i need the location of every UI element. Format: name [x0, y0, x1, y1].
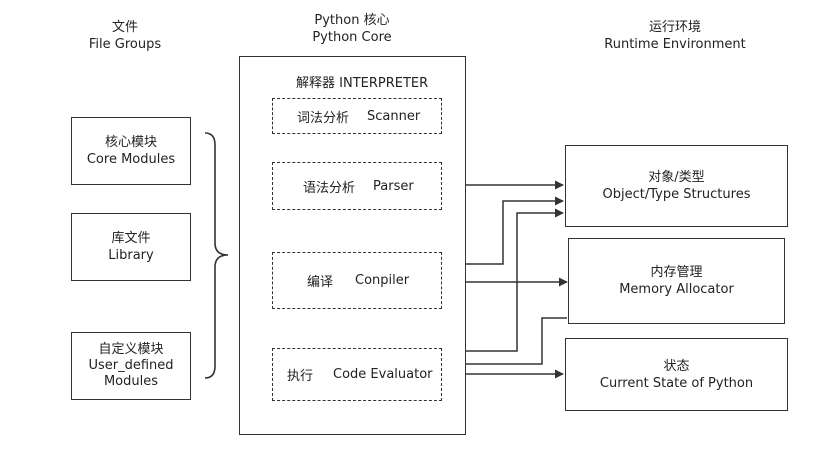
core-modules-zh: 核心模块 [104, 135, 157, 150]
memory-to-evaluator-arrow [442, 317, 567, 369]
user-defined-en: User_defined [88, 358, 174, 373]
compiler-zh: 编译 [307, 275, 334, 290]
evaluator-to-object-arrow [443, 208, 564, 352]
object-type-zh: 对象/类型 [648, 170, 705, 185]
library-box: 库文件 Library [71, 213, 191, 281]
parser-en: Parser [373, 178, 414, 194]
user-defined-en-line2: Modules [103, 374, 159, 389]
python-core-header-zh: Python 核心 [314, 13, 390, 28]
file-groups-brace [204, 132, 229, 379]
evaluator-en: Code Evaluator [333, 367, 433, 382]
scanner-zh: 词法分析 [297, 110, 350, 126]
compiler-to-object-arrow [443, 196, 564, 265]
interpreter-label: 解释器 INTERPRETER [296, 76, 429, 91]
parser-stage: 语法分析 Parser [272, 162, 442, 210]
core-modules-box: 核心模块 Core Modules [71, 117, 191, 185]
python-core-header: Python 核心 Python Core [282, 12, 422, 46]
core-modules-en: Core Modules [86, 152, 176, 167]
scanner-en: Scanner [367, 108, 421, 124]
runtime-header-en: Runtime Environment [604, 37, 746, 52]
library-en: Library [108, 248, 154, 263]
compiler-en: Conpiler [355, 273, 410, 288]
memory-zh: 内存管理 [650, 265, 703, 280]
state-box: 状态 Current State of Python [565, 338, 788, 411]
runtime-header-zh: 运行环境 [648, 20, 701, 35]
file-groups-header-zh: 文件 [111, 20, 138, 35]
compiler-stage: 编译 Conpiler [272, 252, 442, 309]
memory-en: Memory Allocator [619, 282, 734, 297]
evaluator-zh: 执行 [287, 369, 314, 384]
state-zh: 状态 [663, 358, 690, 374]
state-en: Current State of Python [599, 375, 754, 391]
parser-zh: 语法分析 [303, 180, 356, 196]
user-defined-modules-box: 自定义模块 User_defined Modules [71, 332, 191, 400]
scanner-stage: 词法分析 Scanner [272, 98, 442, 134]
file-groups-header: 文件 File Groups [55, 19, 195, 53]
user-defined-zh: 自定义模块 [98, 342, 164, 357]
object-type-box: 对象/类型 Object/Type Structures [565, 145, 788, 227]
python-core-header-en: Python Core [312, 30, 392, 45]
evaluator-stage: 执行 Code Evaluator [272, 348, 442, 401]
file-groups-header-en: File Groups [88, 37, 162, 52]
library-zh: 库文件 [111, 231, 151, 246]
object-type-en: Object/Type Structures [602, 187, 751, 202]
runtime-header: 运行环境 Runtime Environment [585, 19, 765, 53]
memory-allocator-box: 内存管理 Memory Allocator [568, 238, 785, 324]
